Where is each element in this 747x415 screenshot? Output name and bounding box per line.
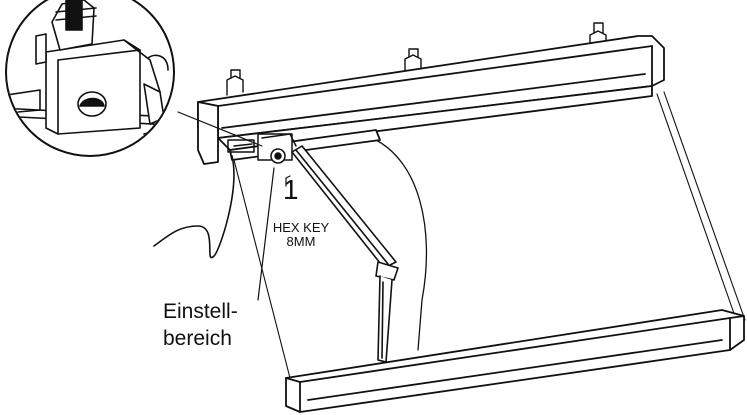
detail-magnifier xyxy=(5,0,175,157)
hex-key-line1: HEX KEY xyxy=(272,220,330,235)
adjustment-area-label: Einstell- bereich xyxy=(163,298,238,352)
leader-lines xyxy=(177,111,291,301)
folding-arm xyxy=(291,145,399,363)
adjustment-mechanism xyxy=(227,133,297,164)
hex-key-line2: 8MM xyxy=(286,234,316,249)
bottom-bar xyxy=(285,309,745,413)
head-rail xyxy=(197,35,665,165)
power-cable xyxy=(153,155,235,259)
hex-key-label: HEX KEY 8MM xyxy=(262,221,340,249)
adjustment-area-line2: bereich xyxy=(163,327,232,350)
callout-number: 1 xyxy=(283,174,299,205)
mounting-brackets xyxy=(226,22,607,96)
adjustment-area-line1: Einstell- xyxy=(163,300,238,323)
